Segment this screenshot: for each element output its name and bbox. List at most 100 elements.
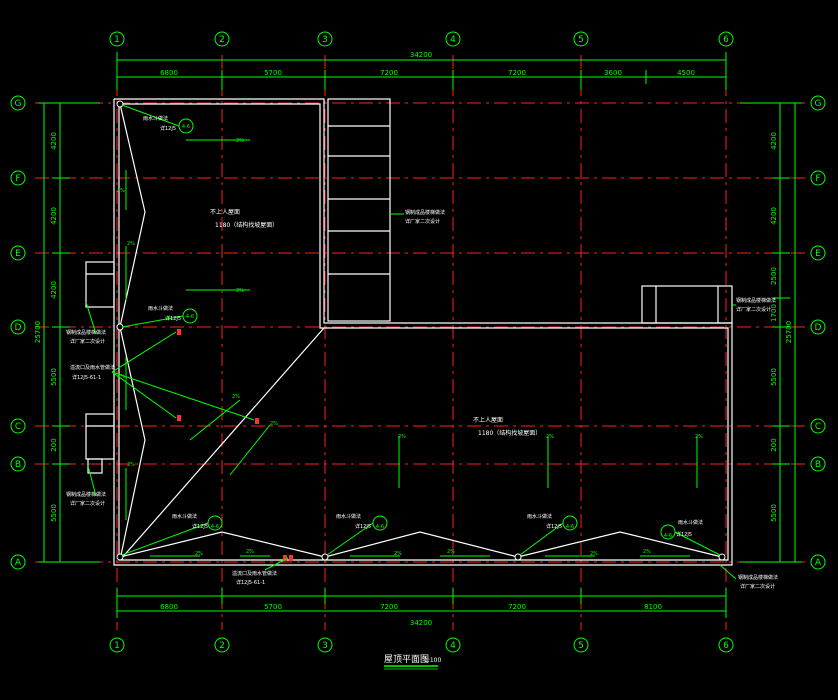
axis-label-left-B: B (15, 460, 21, 470)
axis-label-bottom-5: 5 (578, 641, 584, 651)
axis-label-right-C: C (815, 422, 821, 432)
roof-drain-1 (116, 100, 124, 108)
left-dim-3: 4200 (50, 281, 58, 299)
drain-callout-text-1: 4-6 (182, 124, 190, 130)
overflow-marker-5 (289, 555, 293, 561)
axis-label-top-5: 5 (578, 35, 584, 45)
axis-label-bottom-4: 4 (450, 641, 456, 651)
slope-label-8: 2% (270, 421, 278, 427)
axis-label-top-3: 3 (322, 35, 328, 45)
roof-drain-3 (116, 553, 124, 561)
left-dim-5: 200 (50, 438, 58, 451)
slope-label-13: 2% (246, 549, 254, 555)
drawing-title-group: 屋顶平面图 1:100 (384, 654, 441, 670)
slope-labels: 2% 2% 2% 2% 2% 2% 2% 2% 2% 2% 2% 2% 2% 2… (117, 138, 703, 557)
axis-bubble-left-B (10, 456, 26, 472)
drawing-scale: 1:100 (424, 657, 441, 664)
axis-label-top-2: 2 (219, 35, 225, 45)
overflow-marker-3 (255, 418, 259, 424)
slope-label-12: 2% (195, 551, 203, 557)
axis-bubble-top-6 (718, 31, 734, 47)
axis-label-left-G: G (15, 99, 22, 109)
overflow-marker-1 (177, 329, 181, 335)
right-dim-7: 5500 (770, 504, 778, 522)
top-dim-4: 7200 (508, 69, 526, 77)
top-dim-1: 6800 (160, 69, 178, 77)
roof-lower-sub: 1180（结构找坡屋面） (478, 429, 541, 437)
axis-label-left-A: A (15, 558, 22, 568)
slope-label-15: 2% (447, 549, 455, 555)
left-overall-dim: 25700 (34, 321, 42, 343)
axis-label-right-F: F (815, 174, 820, 184)
axis-bubble-right-D (810, 319, 826, 335)
right-dim-1: 4200 (770, 132, 778, 150)
drain-ref-4: 详12J5 (355, 523, 371, 530)
axis-label-top-1: 1 (114, 35, 120, 45)
axis-bubble-left-A (10, 554, 26, 570)
roof-drains (116, 100, 726, 561)
axis-label-top-6: 6 (723, 35, 729, 45)
bottom-overall-dim: 34200 (410, 619, 432, 627)
annotation-texts: 雨水斗做法 详12J5 雨水斗做法 详12J5 雨水斗做法 详12J5 雨水斗做… (66, 115, 778, 590)
axis-bubble-top-3 (317, 31, 333, 47)
slope-label-1: 2% (236, 138, 244, 144)
overflow-note-3: 溢流口及雨水管做法 (232, 570, 277, 577)
drain-ref-6: 详12J5 (676, 531, 692, 538)
stair-note-1: 钢制成品楼梯做法 (405, 209, 445, 216)
dimension-lines (38, 52, 802, 618)
right-note-2: 详厂家二次设计 (736, 306, 771, 313)
right-dim-4: 1700 (770, 304, 778, 322)
axis-bubble-left-D (10, 319, 26, 335)
bottom-right-note-1: 钢制成品楼梯做法 (738, 574, 778, 581)
drain-callout-texts: 4-6 4-6 4-6 4-6 4-6 4-6 (182, 124, 672, 539)
right-dim-2: 4200 (770, 207, 778, 225)
slope-label-7: 2% (232, 394, 240, 400)
drain-callout-text-2: 4-6 (186, 314, 194, 320)
drain-ref-3: 详12J5 (192, 523, 208, 530)
overflow-note-1: 溢流口及雨水管做法 (70, 364, 115, 371)
right-dim-3: 2500 (770, 267, 778, 285)
roof-upper-sub: 1180（结构找坡屋面） (215, 221, 278, 229)
axis-label-bottom-6: 6 (723, 641, 729, 651)
axis-bubble-right-F (810, 170, 826, 186)
drain-ref-1: 详12J5 (160, 125, 176, 132)
drain-callouts (111, 104, 721, 571)
slope-label-17: 2% (643, 549, 651, 555)
axis-label-bottom-3: 3 (322, 641, 328, 651)
bottom-dim-3: 7200 (380, 603, 398, 611)
axis-bubble-right-B (810, 456, 826, 472)
right-dim-6: 200 (770, 438, 778, 451)
left-note-3: 钢制成品楼梯做法 (66, 491, 106, 498)
roof-drain-5 (514, 553, 522, 561)
roof-lower-title: 不上人屋面 (473, 416, 503, 424)
drain-callout-text-3: 4-6 (211, 524, 219, 530)
top-dim-3: 7200 (380, 69, 398, 77)
drain-label-3: 雨水斗做法 (172, 513, 197, 520)
left-note-2: 详厂家二次设计 (70, 338, 105, 345)
dimension-texts: 34200 6800 5700 7200 7200 3600 4500 6800… (34, 51, 793, 627)
top-dim-2: 5700 (264, 69, 282, 77)
slope-label-9: 2% (398, 434, 406, 440)
slope-label-4: 2% (117, 188, 125, 194)
axis-bubble-right-E (810, 245, 826, 261)
axis-bubble-top-2 (214, 31, 230, 47)
drain-ref-5: 详12J5 (546, 523, 562, 530)
left-note-4: 详厂家二次设计 (70, 500, 105, 507)
bottom-dim-2: 5700 (264, 603, 282, 611)
axis-label-bottom-1: 1 (114, 641, 120, 651)
overflow-marker-4 (283, 555, 287, 561)
right-note-1: 钢制成品楼梯做法 (736, 297, 776, 304)
slope-label-3: 2% (127, 241, 135, 247)
slope-label-2: 2% (236, 288, 244, 294)
left-dim-2: 4200 (50, 207, 58, 225)
top-dim-6: 4500 (677, 69, 695, 77)
axis-bubble-bottom-4 (445, 637, 461, 653)
axis-bubble-bottom-6 (718, 637, 734, 653)
axis-lines (35, 55, 810, 630)
axis-bubble-bottom-3 (317, 637, 333, 653)
axis-bubble-bottom-2 (214, 637, 230, 653)
overflow-note-2: 详12J5-61-1 (72, 374, 101, 381)
bottom-right-note-2: 详厂家二次设计 (740, 583, 775, 590)
